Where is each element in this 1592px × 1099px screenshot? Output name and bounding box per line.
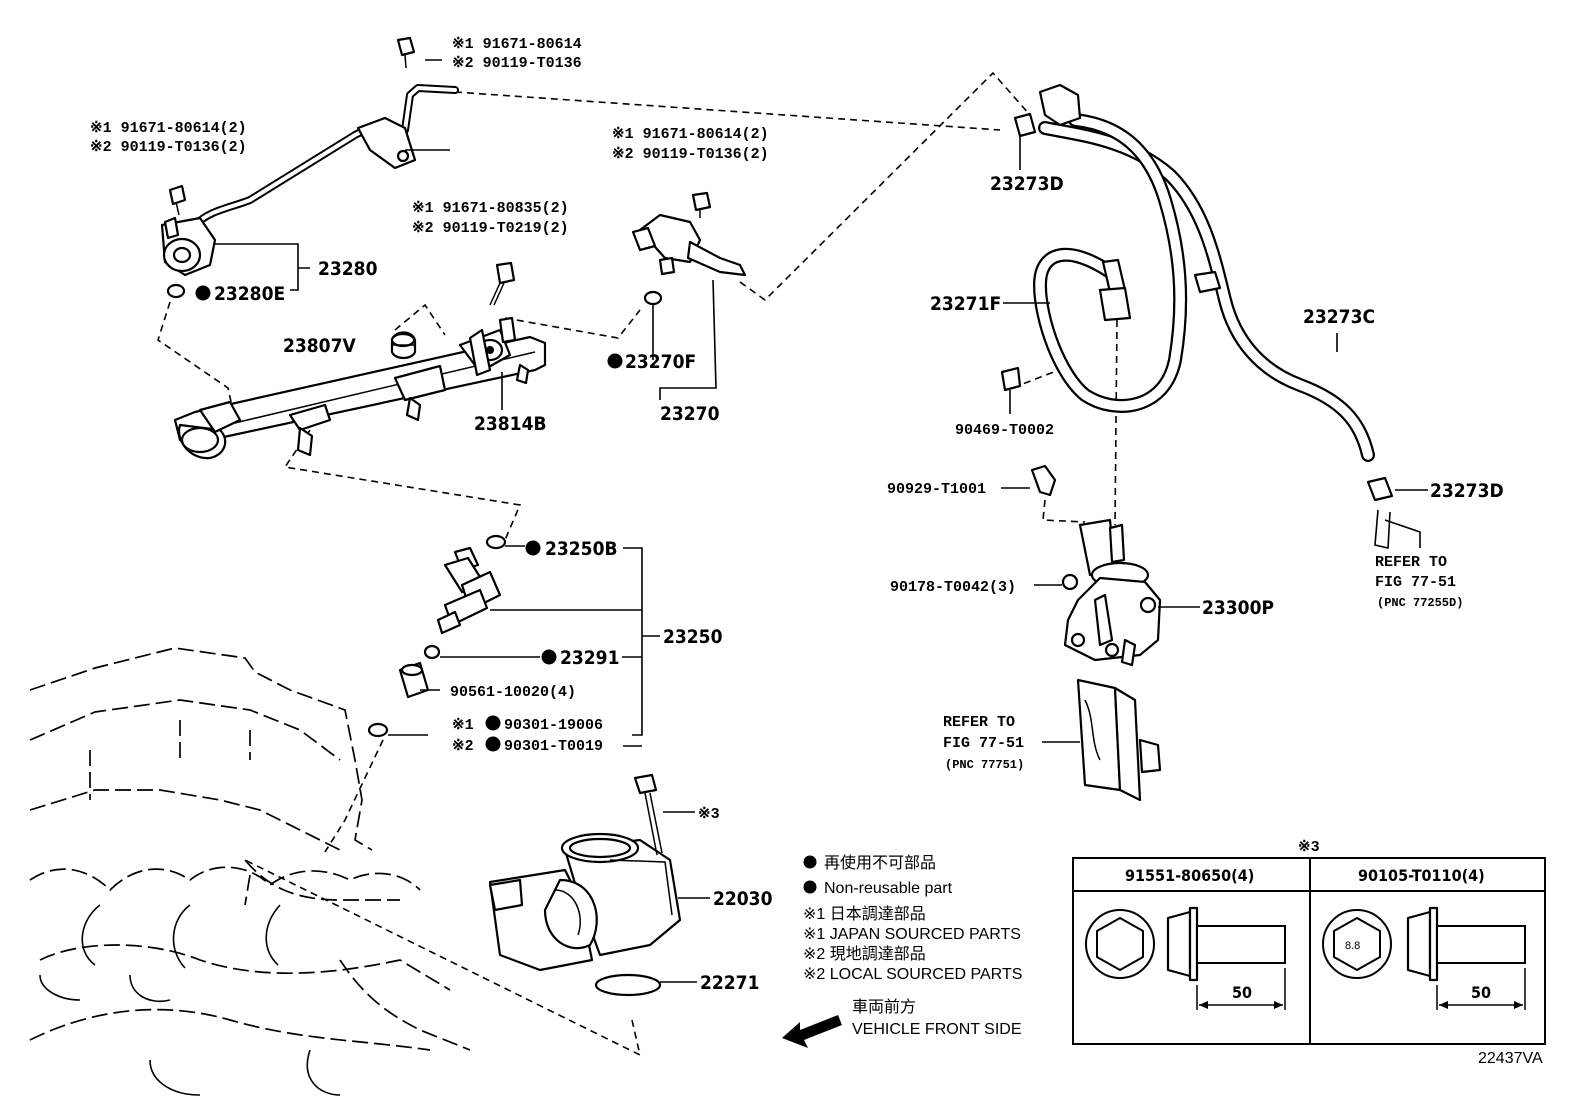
damper-23280 xyxy=(160,36,459,299)
table-col1-part: 91551-80650(4) xyxy=(1125,866,1254,885)
fuel-hoses xyxy=(1013,83,1394,549)
label-23300p: 23300P xyxy=(1202,597,1274,619)
label-refer-to-1: REFER TO xyxy=(1375,554,1447,571)
label-bolt-sensor-jp: ※1 91671-80614(2) xyxy=(612,126,769,143)
label-23270: 23270 xyxy=(660,403,720,425)
legend-nonreusable-jp: 再使用不可部品 xyxy=(824,854,936,872)
cap-23807v xyxy=(390,331,417,360)
label-90469: 90469-T0002 xyxy=(955,422,1054,439)
label-23250b: 23250B xyxy=(545,538,618,560)
label-22271: 22271 xyxy=(700,972,759,994)
part-labels: ※1 91671-80614 ※2 90119-T0136 ※1 91671-8… xyxy=(90,36,1543,1067)
label-pnc-1: (PNC 77255D) xyxy=(1377,596,1463,610)
bolt-91551-drawing: 50 xyxy=(1085,906,1286,1010)
dashed-guides xyxy=(157,71,1118,1057)
label-23273d-top: 23273D xyxy=(990,173,1064,195)
legend-front-en: VEHICLE FRONT SIDE xyxy=(852,1021,1022,1038)
leader-lines xyxy=(215,59,1428,983)
label-bolt-damper-local: ※2 90119-T0136(2) xyxy=(90,139,247,156)
label-22030: 22030 xyxy=(713,888,773,910)
legend-japan-jp: ※1 日本調達部品 xyxy=(803,905,926,923)
label-23280e: 23280E xyxy=(214,283,285,305)
table-mark: ※3 xyxy=(1298,839,1320,856)
ecu-bracket xyxy=(1076,678,1162,802)
label-bolt-rail-local: ※2 90119-T0219(2) xyxy=(412,220,569,237)
bolt-table: ※3 91551-80650(4) 90105-T0110(4) 50 8.8 xyxy=(1072,839,1546,1045)
label-23273d-right: 23273D xyxy=(1430,480,1504,502)
legend-japan-en: ※1 JAPAN SOURCED PARTS xyxy=(803,926,1021,943)
label-23280: 23280 xyxy=(318,258,378,280)
label-90561: 90561-10020(4) xyxy=(450,684,576,701)
nonreusable-bullets xyxy=(195,285,817,894)
table-col2-part: 90105-T0110(4) xyxy=(1358,866,1485,885)
label-bolt-top-jp: ※1 91671-80614 xyxy=(452,36,582,53)
label-90301-mark2: ※2 xyxy=(452,738,474,755)
fuel-pump-23300p xyxy=(1063,518,1162,667)
label-90929: 90929-T1001 xyxy=(887,481,986,498)
label-23250: 23250 xyxy=(663,626,723,648)
table-dim2: 50 xyxy=(1471,983,1491,1002)
table-dim1: 50 xyxy=(1232,983,1252,1002)
table-grade-mark: 8.8 xyxy=(1345,940,1360,952)
figure-number: 22437VA xyxy=(1478,1050,1543,1067)
label-bolt-rail-jp: ※1 91671-80835(2) xyxy=(412,200,569,217)
label-fig-2: FIG 77-51 xyxy=(943,735,1024,752)
label-90301-19006: 90301-19006 xyxy=(504,717,603,734)
label-pnc-2: (PNC 77751) xyxy=(945,758,1024,772)
bolt-90105-drawing: 8.8 50 xyxy=(1322,906,1526,1010)
label-23291: 23291 xyxy=(560,647,619,669)
label-bolt-sensor-local: ※2 90119-T0136(2) xyxy=(612,146,769,163)
legend: 再使用不可部品 Non-reusable part ※1 日本調達部品 ※1 J… xyxy=(803,854,1022,1038)
label-bolt-top-local: ※2 90119-T0136 xyxy=(452,55,582,72)
label-23807v: 23807V xyxy=(283,335,356,357)
label-star3-bolt: ※3 xyxy=(698,806,720,823)
vehicle-front-arrow xyxy=(782,1015,842,1048)
label-fig-1: FIG 77-51 xyxy=(1375,574,1456,591)
legend-local-jp: ※2 現地調達部品 xyxy=(803,945,926,963)
label-23270f: 23270F xyxy=(625,351,696,373)
label-90301-mark1: ※1 xyxy=(452,717,474,734)
label-23271f: 23271F xyxy=(930,293,1001,315)
legend-nonreusable-en: Non-reusable part xyxy=(824,880,953,897)
label-23814b: 23814B xyxy=(474,413,547,435)
label-refer-to-2: REFER TO xyxy=(943,714,1015,731)
label-bolt-damper-jp: ※1 91671-80614(2) xyxy=(90,120,247,137)
throttle-body-22030 xyxy=(488,773,682,997)
label-23273c: 23273C xyxy=(1303,306,1375,328)
injector-23250 xyxy=(367,534,507,738)
sensor-23270 xyxy=(489,191,747,306)
label-90301-t0019: 90301-T0019 xyxy=(504,738,603,755)
label-90178: 90178-T0042(3) xyxy=(890,579,1016,596)
legend-front-jp: 車両前方 xyxy=(852,998,916,1016)
clips xyxy=(1000,366,1079,591)
legend-local-en: ※2 LOCAL SOURCED PARTS xyxy=(803,966,1022,983)
fuel-rail xyxy=(173,316,547,460)
engine-outline xyxy=(29,647,471,1096)
